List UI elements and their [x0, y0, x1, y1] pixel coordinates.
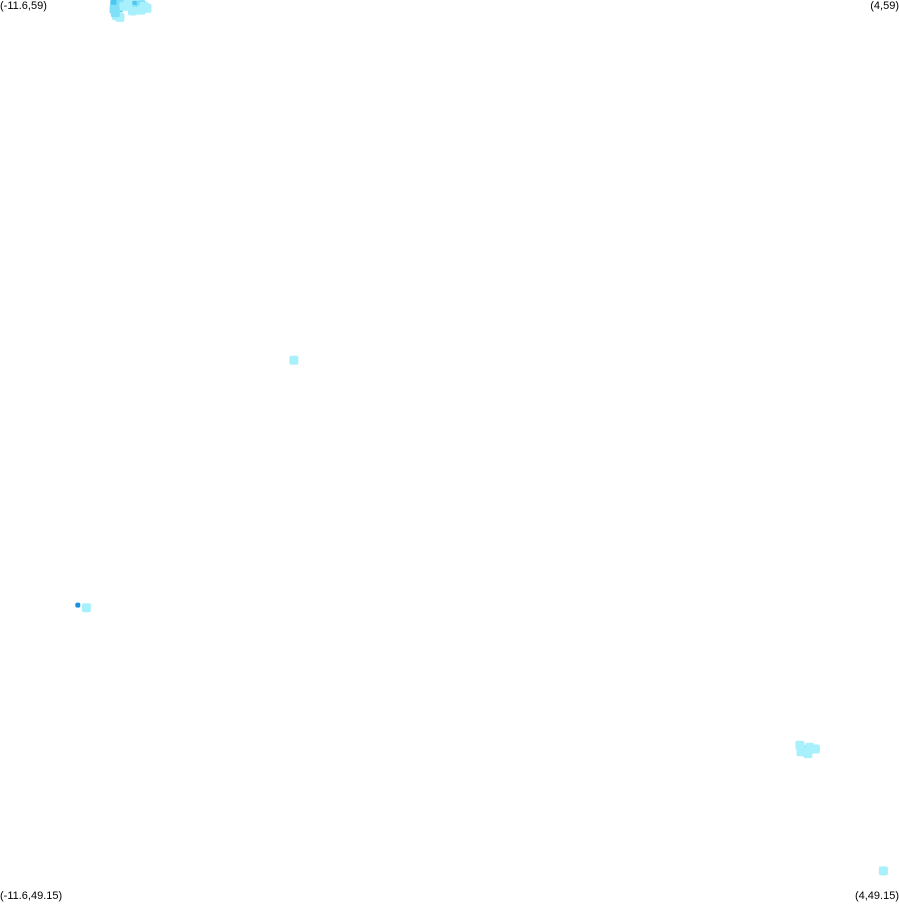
- corner-label-bottom-right: (4,49.15): [854, 890, 899, 902]
- precip-cell-dark: [75, 602, 81, 608]
- corner-label-bottom-left: (-11.6,49.15): [0, 890, 63, 902]
- precip-cell-very_light: [289, 355, 299, 365]
- precip-cell-very_light: [803, 749, 813, 759]
- precip-cell-very_light: [136, 5, 146, 15]
- precip-cell-very_light: [795, 740, 805, 750]
- precip-cell-very_light: [128, 6, 137, 16]
- precip-cell-very_light: [878, 866, 888, 876]
- corner-label-top-left: (-11.6,59): [0, 0, 47, 12]
- precip-cell-very_light: [81, 603, 91, 613]
- precip-cell-very_light: [810, 744, 820, 754]
- precip-cell-light: [110, 8, 120, 18]
- precip-cell-very_light: [123, 0, 133, 9]
- corner-label-top-right: (4,59): [870, 0, 899, 12]
